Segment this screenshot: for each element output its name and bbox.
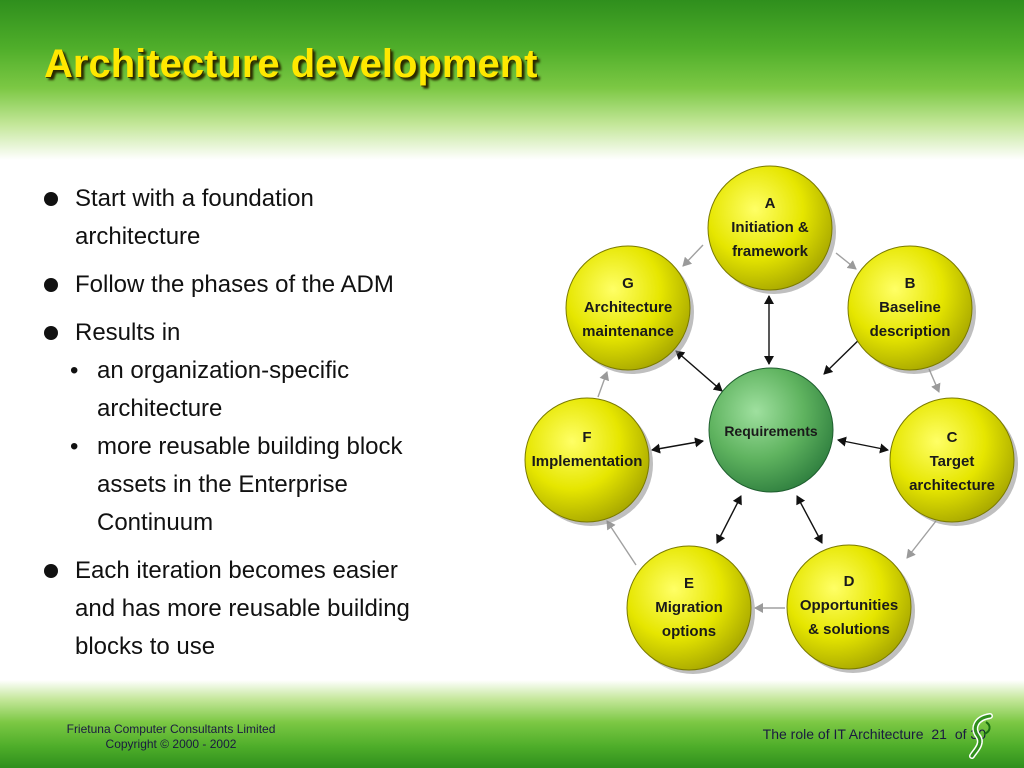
arrow-a-to-b-right (835, 252, 857, 270)
spoke-d (796, 495, 823, 544)
sub-bullet-dot-icon: • (70, 433, 79, 460)
svg-text:options: options (662, 623, 716, 640)
svg-text:maintenance: maintenance (582, 323, 674, 340)
svg-text:architecture: architecture (909, 477, 995, 494)
node-c: C Target architecture (889, 397, 1018, 526)
svg-text:& solutions: & solutions (808, 621, 890, 638)
svg-text:Requirements: Requirements (724, 423, 818, 439)
bullet-results-in: Results in (44, 314, 504, 352)
svg-text:E: E (684, 575, 694, 592)
slide-title: Architecture development (44, 42, 538, 86)
svg-text:B: B (905, 275, 916, 292)
bullet-list: Start with a foundation architecture Fol… (44, 180, 504, 676)
arrow-f-to-g (597, 371, 609, 398)
svg-text:Opportunities: Opportunities (800, 597, 898, 614)
svg-text:Initiation &: Initiation & (731, 219, 809, 236)
arrow-c-to-d (906, 520, 937, 559)
bullet-foundation: Start with a foundation architecture (44, 180, 504, 256)
svg-text:Target: Target (930, 453, 975, 470)
footer-page-number: 21 (931, 726, 947, 742)
svg-text:Baseline: Baseline (879, 299, 941, 316)
node-d: D Opportunities & solutions (786, 544, 915, 673)
svg-text:A: A (765, 195, 776, 212)
spoke-c (837, 436, 889, 454)
svg-text:G: G (622, 275, 634, 292)
bullet-dot-icon (44, 564, 58, 578)
footer-section-title: The role of IT Architecture (762, 726, 924, 742)
bullet-dot-icon (44, 192, 58, 206)
footer-band (0, 680, 1024, 768)
spoke-e (716, 495, 742, 544)
spoke-f (651, 437, 704, 454)
bullet-follow-adm: Follow the phases of the ADM (44, 266, 504, 304)
node-requirements: Requirements (708, 367, 834, 493)
svg-text:C: C (947, 429, 958, 446)
node-e: E Migration options (626, 545, 755, 674)
bullet-each-iteration: Each iteration becomes easier and has mo… (44, 552, 504, 666)
node-g: G Architecture maintenance (565, 245, 694, 374)
spoke-g (675, 350, 723, 392)
bullet-dot-icon (44, 278, 58, 292)
node-a: A Initiation & framework (707, 165, 836, 294)
footer-page-info: The role of IT Architecture 21 of 30 (759, 726, 986, 742)
arrow-a-to-b (682, 244, 704, 267)
footer-company: Frietuna Computer Consultants Limited Co… (66, 722, 276, 751)
svg-text:Migration: Migration (655, 599, 723, 616)
node-f: F Implementation (524, 397, 653, 526)
node-b: B Baseline description (847, 245, 976, 374)
arrow-b-to-c (928, 368, 941, 393)
svg-text:description: description (870, 323, 951, 340)
svg-text:F: F (582, 429, 591, 446)
phase-nodes: A Initiation & framework B Baseline desc… (524, 165, 1018, 674)
svg-text:Implementation: Implementation (532, 453, 643, 470)
bullet-results-group: Results in • an organization-specific ar… (44, 314, 504, 542)
company-logo-icon (969, 713, 993, 759)
sub-bullet-org-specific: • an organization-specific architecture (44, 352, 504, 428)
svg-text:D: D (844, 573, 855, 590)
header-band (0, 0, 1024, 160)
svg-text:framework: framework (732, 243, 809, 260)
cycle-arrows (597, 244, 941, 613)
bullet-dot-icon (44, 326, 58, 340)
arrow-e-to-f (606, 520, 637, 566)
sub-bullet-dot-icon: • (70, 357, 79, 384)
svg-text:Architecture: Architecture (584, 299, 672, 316)
sub-bullet-reusable-blocks: • more reusable building block assets in… (44, 428, 504, 542)
